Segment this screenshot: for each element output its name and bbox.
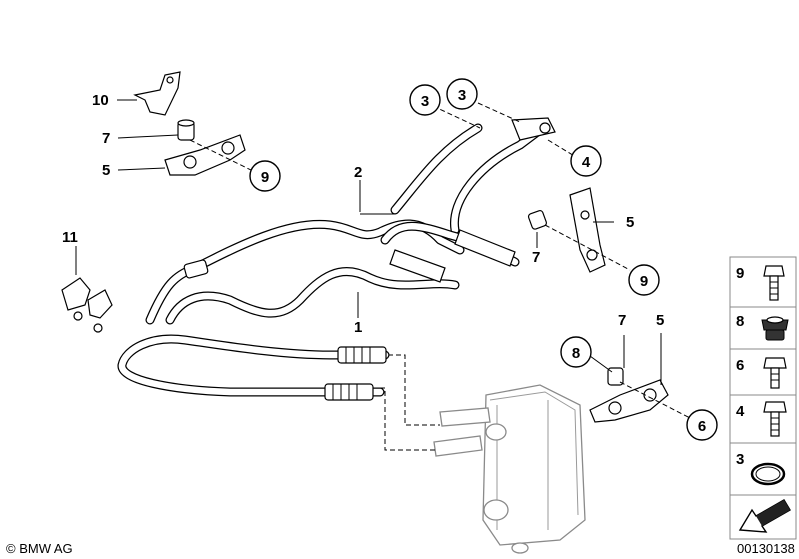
bracket-10 [133,71,181,116]
connection-line [388,354,440,426]
callout-5: 5 [102,162,110,179]
arrow-icon [738,499,791,533]
oil-hose-1 [117,334,390,397]
bracket-5 [569,187,606,273]
callout-7: 7 [618,312,626,329]
legend-number: 4 [736,403,745,420]
oil-cooler [433,384,586,554]
callout-5: 5 [626,214,634,231]
callout-7: 7 [102,130,110,147]
grommet-7 [527,209,548,230]
callout-bubble-9: 9 [628,264,660,296]
clip-11 [61,277,113,333]
svg-text:4: 4 [582,154,591,171]
hose-fitting [337,346,387,364]
diagram-number: 00130138 [737,541,795,556]
hose-connector [183,117,556,283]
callout-bubble-3: 3 [446,78,478,110]
callout-7: 7 [532,249,540,266]
legend-item: 4 [729,394,797,444]
grommet-icon [761,316,789,341]
bolt-icon [763,265,785,301]
grommet-7 [177,119,195,141]
svg-text:3: 3 [458,87,466,104]
legend-item: 6 [729,348,797,396]
legend: 9 8 6 [729,256,797,540]
callout-bubble-3: 3 [409,84,441,116]
legend-item: 3 [729,442,797,496]
callout-11: 11 [62,229,78,246]
oil-hose-3 [165,267,460,325]
legend-number: 3 [736,451,744,468]
svg-text:6: 6 [698,418,706,435]
callout-bubble-4: 4 [570,145,602,177]
legend-item [729,494,797,540]
callout-5: 5 [656,312,664,329]
svg-text:3: 3 [421,93,429,110]
callout-10: 10 [92,92,109,109]
leader-lines [75,99,691,419]
legend-number: 8 [736,313,744,330]
svg-text:8: 8 [572,345,580,362]
bolt-icon [763,357,787,389]
seal-ring-icon [750,462,786,486]
callout-bubble-6: 6 [686,409,718,441]
legend-number: 9 [736,265,744,282]
bolt-icon [763,401,787,437]
hose-fitting [324,383,374,401]
callout-2: 2 [354,164,362,181]
clip-5 [164,134,246,176]
connection-line [380,387,436,451]
clip-5 [589,379,669,423]
copyright-label: © BMW AG [6,541,73,556]
legend-item: 9 [729,256,797,308]
legend-number: 6 [736,357,744,374]
callout-bubble-8: 8 [560,336,592,368]
svg-text:9: 9 [640,273,648,290]
legend-item: 8 [729,306,797,350]
callout-1: 1 [354,319,362,336]
callout-bubble-9: 9 [249,160,281,192]
svg-text:9: 9 [261,169,269,186]
